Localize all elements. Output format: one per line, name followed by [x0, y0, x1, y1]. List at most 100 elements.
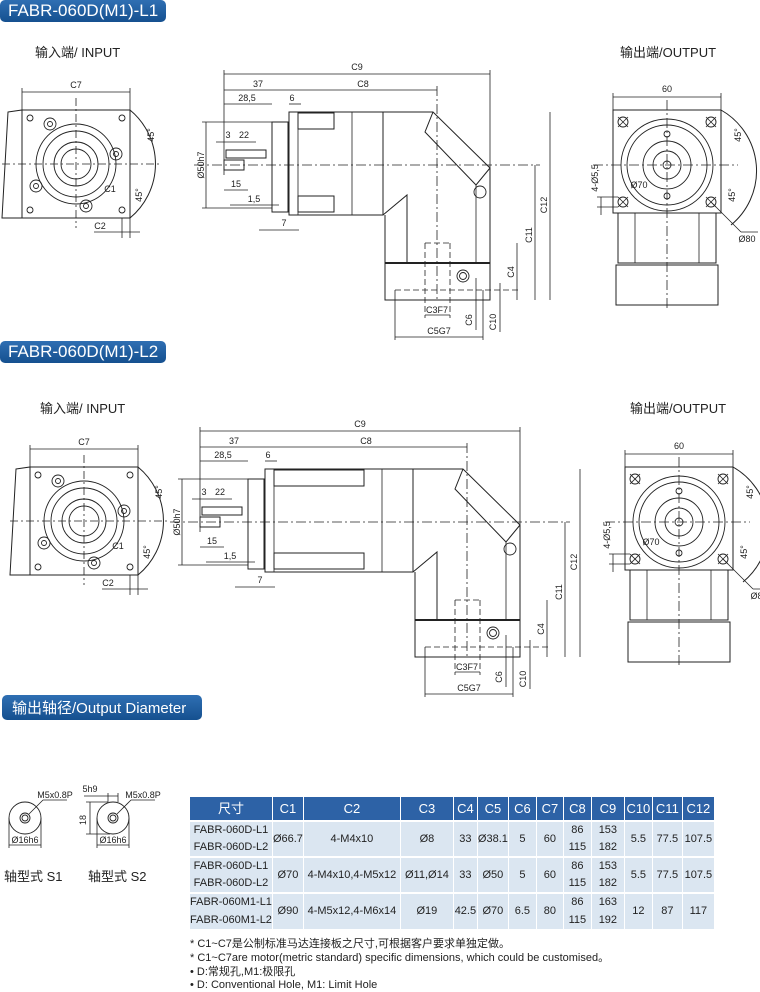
- c9-cell: 163: [591, 892, 625, 911]
- thread-label: M5x0.8P: [125, 790, 161, 800]
- dim-label-c1: C1: [104, 184, 116, 194]
- dim-label-c10: C10: [488, 314, 498, 331]
- diameter-label: Ø16h6: [99, 835, 126, 845]
- c12-cell: 107.5: [682, 820, 715, 857]
- key-width-label: 5h9: [82, 784, 97, 794]
- dim-label-c3: C3F7: [456, 662, 478, 672]
- circle: [55, 478, 61, 484]
- c6-cell: 6.5: [508, 892, 537, 929]
- bolt-hole: [29, 179, 43, 193]
- dim-label-a45: 45°: [134, 188, 144, 202]
- shaft-drawings: M5x0.8P Ø16h6 M5x0.8P Ø16h6 5h9 18: [8, 784, 161, 848]
- c8-cell: 86: [563, 856, 592, 875]
- dim-label-c10: C10: [518, 671, 528, 688]
- corner-hole: [629, 553, 641, 565]
- c10-cell: 12: [624, 892, 653, 929]
- c6-cell: 5: [508, 820, 537, 857]
- c7-cell: 60: [536, 820, 564, 857]
- dim-label-a45: 45°: [733, 128, 743, 142]
- c7-cell: 80: [536, 892, 564, 929]
- corner-hole: [126, 563, 134, 571]
- header-C1: C1: [272, 797, 304, 821]
- bolt-slot: [273, 552, 365, 570]
- corner-hole: [26, 114, 34, 122]
- line: [629, 553, 641, 565]
- c2-cell: 4-M4x10,4-M5x12: [303, 856, 401, 893]
- note-1: * C1~C7是公制标准马达连接板之尺寸,可根据客户要求单独定做。: [190, 938, 510, 950]
- elbow-bevel: [454, 468, 521, 543]
- c8-cell: 115: [563, 839, 592, 857]
- c5-cell: Ø50: [477, 856, 509, 893]
- c3-cell: Ø8: [400, 820, 454, 857]
- dim-label-d6: 6: [265, 450, 270, 460]
- note-3: • D:常规孔,M1:极限孔: [190, 966, 296, 978]
- line: [28, 799, 44, 815]
- circle: [33, 183, 39, 189]
- set-screw: [486, 626, 500, 640]
- circle: [21, 814, 29, 822]
- c10-cell: 5.5: [624, 856, 653, 893]
- elbow-bevel: [382, 193, 408, 263]
- dim-label-a45: 45°: [739, 545, 749, 559]
- line: [705, 116, 717, 128]
- header-C12: C12: [682, 797, 715, 821]
- model-cell: FABR-060D-L2: [190, 875, 273, 893]
- c9-cell: 153: [591, 820, 625, 839]
- vent-plug: [473, 185, 487, 199]
- dim-label-d37: 37: [229, 436, 239, 446]
- dim-label-d50: Ø50h7: [196, 151, 206, 178]
- dim-label-c11: C11: [524, 227, 534, 243]
- c4-cell: 33: [453, 856, 478, 893]
- elbow-housing: [413, 468, 521, 658]
- dim-label-a45: 45°: [745, 485, 755, 499]
- input-key: [201, 506, 243, 516]
- c8-cell: 115: [563, 875, 592, 893]
- dim-label-d6: 6: [289, 93, 294, 103]
- c12-cell: 117: [682, 892, 715, 929]
- line: [722, 558, 754, 590]
- dim-label-c8: C8: [357, 79, 369, 89]
- set-screw: [456, 269, 470, 283]
- c8-cell: 115: [563, 911, 592, 929]
- dim-label-d50: Ø50h7: [172, 508, 182, 535]
- dim-label-d285: 28,5: [214, 450, 232, 460]
- circle: [489, 629, 497, 637]
- thread-label: M5x0.8P: [37, 790, 73, 800]
- dim-label-c11: C11: [554, 584, 564, 600]
- circle: [109, 814, 117, 822]
- input-label-l1: 输入端/ INPUT: [35, 45, 121, 60]
- dim-label-d60: 60: [674, 441, 684, 451]
- output-label-l1: 输出端/OUTPUT: [620, 45, 717, 60]
- c5-cell: Ø70: [477, 892, 509, 929]
- circle: [41, 540, 47, 546]
- angle-arc: [137, 466, 164, 576]
- dim-label-c5: C5G7: [427, 326, 451, 336]
- c6-cell: 5: [508, 856, 537, 893]
- corner-hole: [34, 563, 42, 571]
- circle: [121, 508, 127, 514]
- corner-hole: [717, 553, 729, 565]
- corner-hole: [118, 206, 126, 214]
- c2-cell: 4-M4x10: [303, 820, 401, 857]
- diameter-label: Ø16h6: [11, 835, 38, 845]
- c12-cell: 107.5: [682, 856, 715, 893]
- note-2: * C1~C7are motor(metric standard) specif…: [190, 952, 610, 964]
- dim-label-d70: Ø70: [630, 180, 647, 190]
- c1-cell: Ø70: [272, 856, 304, 893]
- dim-label-a45: 45°: [142, 545, 152, 559]
- section-title-l1: FABR-060D(M1)-L1: [0, 0, 167, 22]
- model-cell: FABR-060D-L2: [190, 839, 273, 857]
- line: [717, 473, 729, 485]
- elbow-bevel: [412, 550, 438, 620]
- c11-cell: 77.5: [652, 856, 683, 893]
- dim-label-c4: C4: [536, 623, 546, 635]
- c11-cell: 77.5: [652, 820, 683, 857]
- angle-arc: [720, 109, 758, 226]
- dim-label-d37: 37: [253, 79, 263, 89]
- key-height-label: 18: [78, 815, 88, 825]
- output-diameter-title: 输出轴径/Output Diameter: [2, 695, 202, 720]
- dim-label-c5: C5G7: [457, 683, 481, 693]
